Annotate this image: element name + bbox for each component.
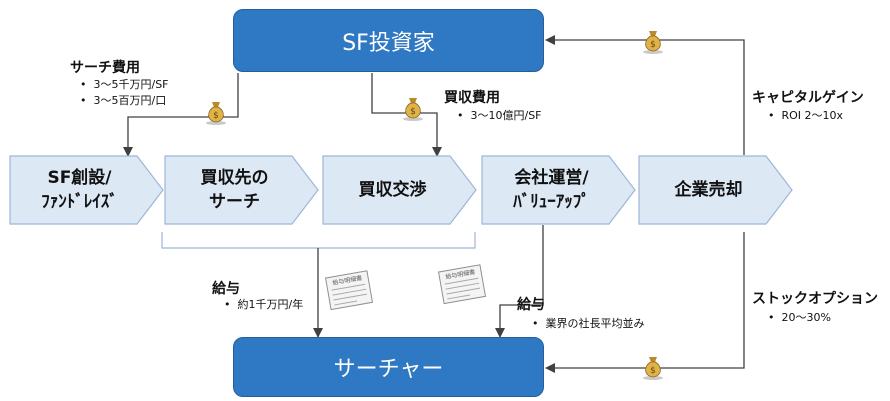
arrow-investor-to-fund xyxy=(123,73,239,157)
svg-text:$: $ xyxy=(650,366,656,376)
stage-company-sale: 企業売却 xyxy=(638,155,793,225)
money-bag-icon: $ xyxy=(643,357,663,380)
salary-operation-title: 給与 xyxy=(517,297,545,313)
stage-acquisition-negotiation-line1: 買収交渉 xyxy=(358,180,427,200)
svg-text:$: $ xyxy=(213,111,219,121)
searcher-label: サーチャー xyxy=(333,357,444,382)
search-cost-title: サーチ費用 xyxy=(70,60,140,76)
stage-fund-raising: SF創設/ﾌｧﾝﾄﾞﾚｲｽﾞ xyxy=(9,155,164,225)
arrow-sale-to-investor xyxy=(545,35,745,155)
stage-company-sale-line1: 企業売却 xyxy=(674,180,743,200)
salary-search-title: 給与 xyxy=(212,281,240,297)
investor-label: SF投資家 xyxy=(342,30,435,56)
stage-operation-valueup: 会社運営/ﾊﾞﾘｭｰｱｯﾌﾟ xyxy=(481,155,636,225)
investor-box: SF投資家 xyxy=(233,9,544,72)
search-cost-item: 3～5千万円/SF xyxy=(80,76,169,92)
capital-gain-title: キャピタルゲイン xyxy=(752,90,864,106)
money-bag-icon: $ xyxy=(403,98,423,121)
acquisition-cost-item: 3～10億円/SF xyxy=(457,107,542,123)
searcher-box: サーチャー xyxy=(233,337,544,397)
stage-target-search-line2: サーチ xyxy=(209,192,260,212)
stage-acquisition-negotiation: 買収交渉 xyxy=(322,155,477,225)
pay-slip-icon: 給与明細書 xyxy=(438,264,487,304)
money-bag-icon: $ xyxy=(206,102,226,125)
stage-operation-valueup-line1: 会社運営/ xyxy=(514,168,589,188)
arrow-investor-to-acquisition xyxy=(371,73,442,157)
pay-slip-icon: 給与明細書 xyxy=(325,270,374,310)
stage-fund-raising-line2: ﾌｧﾝﾄﾞﾚｲｽﾞ xyxy=(41,192,118,212)
stage-operation-valueup-line2: ﾊﾞﾘｭｰｱｯﾌﾟ xyxy=(513,192,590,212)
stock-option-title: ストックオプション xyxy=(752,291,878,307)
stage-target-search: 買収先のサーチ xyxy=(164,155,319,225)
salary-operation-item: 業界の社長平均並み xyxy=(532,315,645,331)
capital-gain-item: ROI 2～10x xyxy=(768,107,844,123)
stock-option-item: 20～30% xyxy=(768,309,831,325)
salary-search-item: 約1千万円/年 xyxy=(224,296,304,312)
acquisition-cost-title: 買収費用 xyxy=(444,90,500,106)
search-period-bracket xyxy=(161,232,476,249)
svg-text:$: $ xyxy=(410,107,416,117)
svg-text:$: $ xyxy=(650,40,656,50)
search-cost-item: 3～5百万円/口 xyxy=(80,92,167,108)
stage-fund-raising-line1: SF創設/ xyxy=(47,168,112,188)
arrow-sale-to-searcher xyxy=(545,232,745,373)
arrow-operation-salary xyxy=(495,225,544,338)
stage-target-search-line1: 買収先の xyxy=(200,168,269,188)
money-bag-icon: $ xyxy=(643,31,663,54)
